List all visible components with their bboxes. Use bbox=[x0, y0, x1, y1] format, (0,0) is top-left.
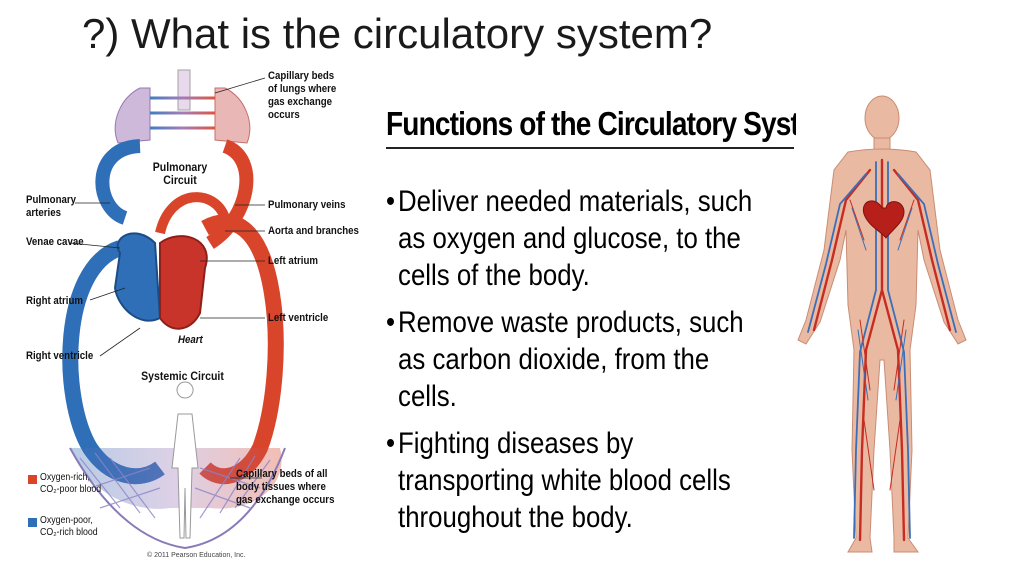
label-pulmonary-veins: Pulmonary veins bbox=[268, 199, 346, 211]
human-body-illustration bbox=[790, 90, 975, 560]
functions-panel: Functions of the Circulatory System Deli… bbox=[386, 105, 796, 555]
body-capillary-bed bbox=[69, 381, 286, 550]
label-right-atrium: Right atrium bbox=[26, 295, 84, 307]
legend-label-oxygen-poor: Oxygen-poor, CO₂-rich blood bbox=[40, 515, 98, 538]
label-pulmonary-circuit: Pulmonary Circuit bbox=[152, 160, 208, 187]
list-item: Fighting diseases by transporting white … bbox=[386, 425, 759, 536]
label-capillary-lungs: Capillary beds of lungs where gas exchan… bbox=[268, 70, 337, 121]
label-left-ventricle: Left ventricle bbox=[268, 312, 329, 324]
list-item: Remove waste products, such as carbon di… bbox=[386, 304, 759, 415]
label-aorta: Aorta and branches bbox=[268, 225, 359, 237]
functions-heading: Functions of the Circulatory System bbox=[386, 105, 796, 149]
label-left-atrium: Left atrium bbox=[268, 255, 319, 267]
copyright: © 2011 Pearson Education, Inc. bbox=[147, 552, 246, 559]
label-heart: Heart bbox=[178, 334, 203, 346]
heart-shape bbox=[113, 192, 230, 330]
list-item: Deliver needed materials, such as oxygen… bbox=[386, 183, 759, 294]
human-body-art bbox=[797, 95, 967, 553]
label-capillary-body: Capillary beds of all body tissues where… bbox=[236, 468, 335, 506]
functions-list: Deliver needed materials, such as oxygen… bbox=[386, 183, 786, 546]
circulation-diagram: Capillary beds of lungs where gas exchan… bbox=[0, 68, 380, 568]
label-venae-cavae: Venae cavae bbox=[26, 236, 84, 248]
label-pulmonary-arteries: Pulmonary arteries bbox=[26, 194, 77, 219]
circulation-diagram-art bbox=[62, 69, 286, 550]
heart-icon bbox=[862, 200, 905, 239]
legend-swatch-oxygen-rich bbox=[28, 475, 37, 484]
slide-title: ?) What is the circulatory system? bbox=[82, 10, 713, 57]
lung-capillary-bed bbox=[114, 69, 251, 144]
legend-label-oxygen-rich: Oxygen-rich, CO₂-poor blood bbox=[40, 472, 102, 495]
label-right-ventricle: Right ventricle bbox=[26, 350, 94, 362]
legend-swatch-oxygen-poor bbox=[28, 518, 37, 527]
label-systemic-circuit: Systemic Circuit bbox=[141, 369, 224, 383]
